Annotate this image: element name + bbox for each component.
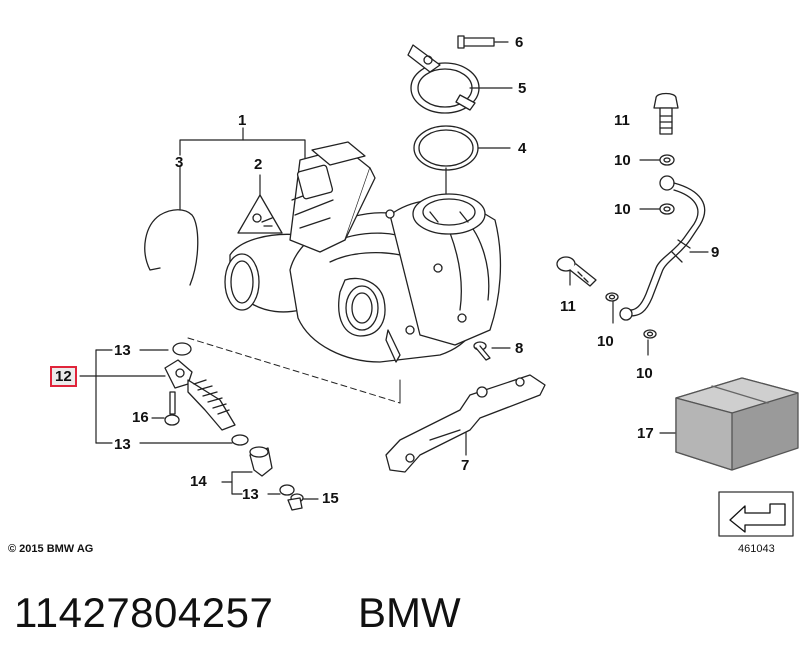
gasket-4 (413, 125, 479, 171)
callout-11-b: 11 (560, 298, 576, 315)
oil-return-pipe-12 (164, 342, 304, 511)
callout-7: 7 (461, 457, 470, 474)
part-number: 11427804257 (14, 589, 274, 636)
washers-10 (605, 154, 675, 339)
callout-12-highlighted: 12 (50, 366, 77, 387)
banjo-bolt-11-lower (556, 256, 597, 287)
turbocharger-1 (224, 141, 502, 363)
callout-1: 1 (238, 112, 247, 129)
callout-11-a: 11 (614, 112, 630, 129)
repair-kit-box-17 (675, 377, 799, 471)
callout-10-b: 10 (614, 201, 631, 218)
warning-triangle-2 (237, 194, 283, 234)
bolt-6 (457, 35, 495, 49)
v-band-clamp-5 (407, 44, 480, 114)
callout-5: 5 (518, 80, 527, 97)
callout-13-a: 13 (114, 342, 131, 359)
bolt-8 (473, 341, 491, 361)
callout-3: 3 (175, 154, 184, 171)
oil-pipe-9 (619, 175, 706, 321)
image-reference-number: 461043 (738, 543, 775, 555)
bracket-7 (385, 374, 546, 473)
callout-10-a: 10 (614, 152, 631, 169)
callout-15: 15 (322, 490, 339, 507)
reference-arrow-box (718, 491, 794, 537)
callout-2: 2 (254, 156, 263, 173)
callout-8: 8 (515, 340, 524, 357)
callout-10-d: 10 (636, 365, 653, 382)
banjo-bolt-11-top (653, 92, 679, 135)
callout-4: 4 (518, 140, 527, 157)
spring-clip-3 (144, 209, 199, 286)
callout-14: 14 (190, 473, 207, 490)
callout-17: 17 (637, 425, 654, 442)
copyright-text: © 2015 BMW AG (8, 543, 94, 555)
callout-6: 6 (515, 34, 524, 51)
callout-13-c: 13 (242, 486, 259, 503)
leader-lines (79, 41, 709, 500)
callout-10-c: 10 (597, 333, 614, 350)
callout-13-b: 13 (114, 436, 131, 453)
bolt-16 (164, 391, 180, 426)
callout-9: 9 (711, 244, 720, 261)
brand-name: BMW (358, 589, 461, 636)
callout-16: 16 (132, 409, 149, 426)
